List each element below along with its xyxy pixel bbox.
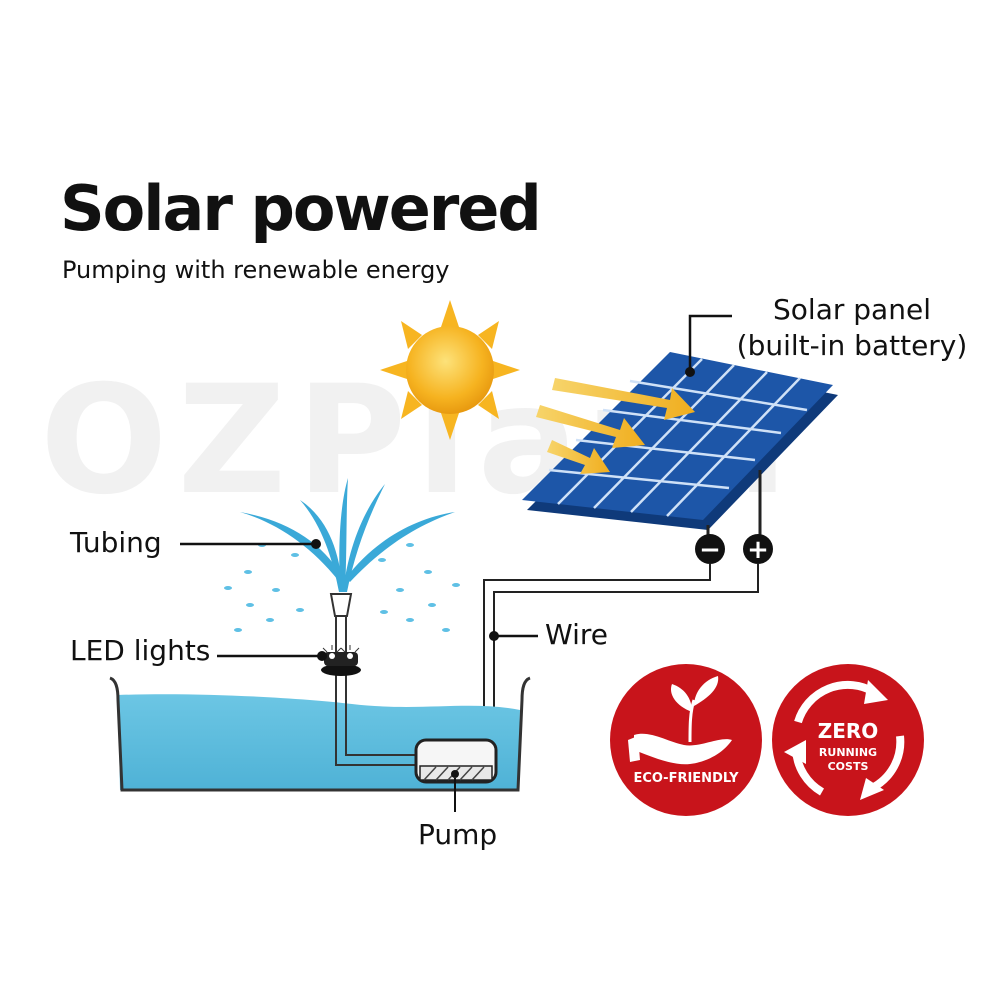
- negative-terminal-icon: −: [695, 534, 725, 565]
- solar-panel-label-line2: (built-in battery): [736, 329, 968, 362]
- svg-text:ZERO: ZERO: [818, 719, 879, 743]
- svg-text:COSTS: COSTS: [828, 760, 869, 773]
- tubing-leader-dot: [311, 539, 321, 549]
- svg-text:RUNNING: RUNNING: [819, 746, 877, 759]
- sunlight-arrows: [536, 378, 695, 474]
- solar-panel-label: Solar panel (built-in battery): [736, 292, 968, 364]
- leader-lines: [180, 314, 732, 658]
- zero-running-costs-badge: ZERO RUNNING COSTS: [772, 664, 924, 816]
- eco-hand-plant-icon: [628, 676, 732, 765]
- led-lights-label: LED lights: [70, 634, 211, 667]
- svg-text:−: −: [699, 535, 721, 565]
- led-lights-icon: [321, 645, 361, 676]
- solar-panel-label-line1: Solar panel: [773, 293, 931, 326]
- svg-text:ECO-FRIENDLY: ECO-FRIENDLY: [633, 771, 739, 786]
- positive-terminal-icon: +: [743, 534, 773, 565]
- wire-label: Wire: [545, 618, 608, 651]
- sun-icon: [380, 300, 520, 440]
- eco-friendly-badge: ECO-FRIENDLY: [610, 664, 762, 816]
- tubing-label: Tubing: [70, 526, 162, 559]
- wire-leader-dot: [489, 631, 499, 641]
- pump-label: Pump: [418, 818, 498, 851]
- svg-text:+: +: [747, 535, 769, 565]
- pump-icon: [414, 738, 498, 812]
- panel-leader-dot: [685, 367, 695, 377]
- page-subtitle: Pumping with renewable energy: [62, 256, 450, 284]
- led-leader-dot: [317, 651, 327, 661]
- page-title: Solar powered: [60, 172, 542, 245]
- wire: [483, 564, 759, 750]
- fountain-icon: [224, 478, 460, 632]
